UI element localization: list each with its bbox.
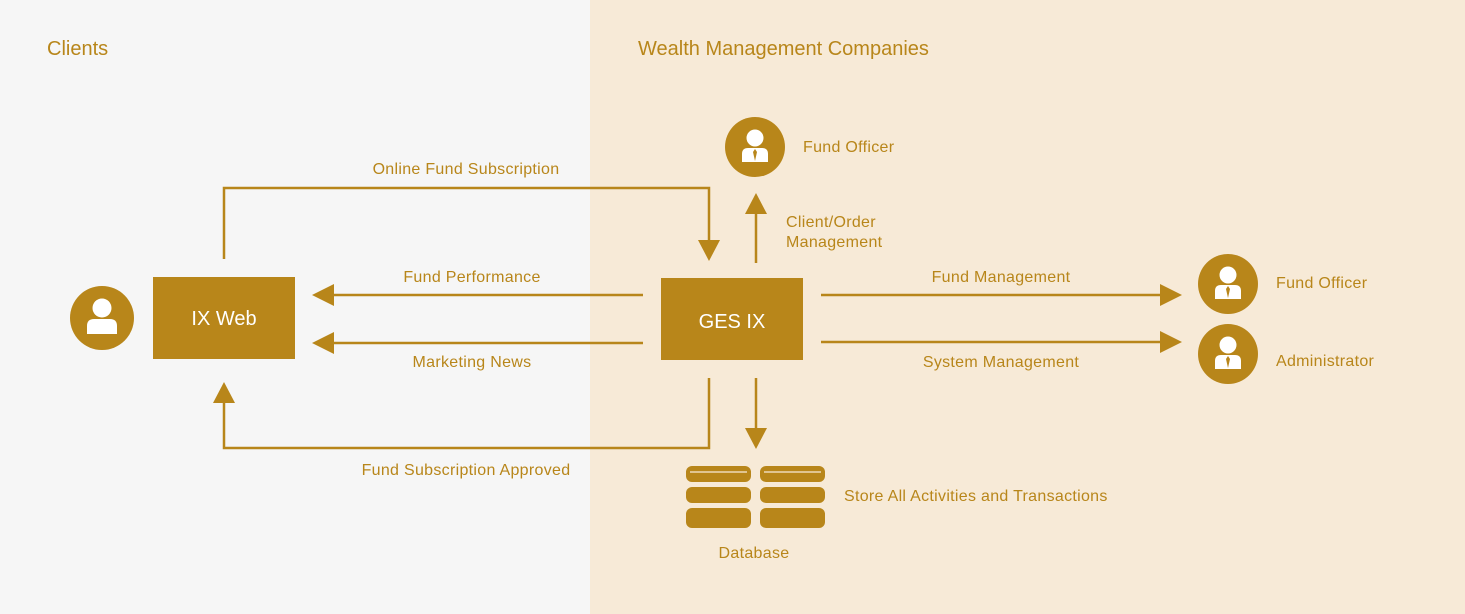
fund-performance-arrow: [312, 284, 643, 306]
fund-officer-top-icon: [725, 117, 785, 177]
client-order-label-line1: Client/Order: [786, 214, 876, 231]
online-subscription-arrow: [222, 186, 720, 261]
fund-management-arrow: [821, 284, 1182, 306]
marketing-news-label: Marketing News: [413, 354, 532, 371]
online-subscription-label: Online Fund Subscription: [373, 161, 560, 178]
database-icon: [686, 466, 825, 528]
subscription-approved-arrow: [213, 378, 711, 450]
fund-officer-right-label: Fund Officer: [1276, 275, 1368, 292]
administrator-icon: [1198, 324, 1258, 384]
subscription-approved-label: Fund Subscription Approved: [362, 462, 571, 479]
fund-performance-label: Fund Performance: [403, 269, 540, 286]
database-label: Database: [719, 545, 790, 562]
store-label: Store All Activities and Transactions: [844, 488, 1108, 505]
wealth-management-heading: Wealth Management Companies: [638, 38, 929, 60]
system-management-label: System Management: [923, 354, 1080, 371]
client-order-arrow: [745, 193, 767, 263]
fund-officer-top-label: Fund Officer: [803, 139, 895, 156]
fund-management-label: Fund Management: [932, 269, 1071, 286]
clients-heading: Clients: [47, 38, 108, 60]
ges-ix-label: GES IX: [699, 311, 766, 333]
system-management-arrow: [821, 331, 1182, 353]
marketing-news-arrow: [312, 332, 643, 354]
fund-officer-right-icon: [1198, 254, 1258, 314]
ix-web-label: IX Web: [191, 308, 256, 330]
ges-ix-box: [661, 278, 803, 360]
client-order-label-line2: Management: [786, 234, 883, 251]
ix-web-box: [153, 277, 295, 359]
store-arrow: [745, 378, 767, 449]
administrator-label: Administrator: [1276, 353, 1375, 370]
client-user-icon: [70, 286, 134, 350]
